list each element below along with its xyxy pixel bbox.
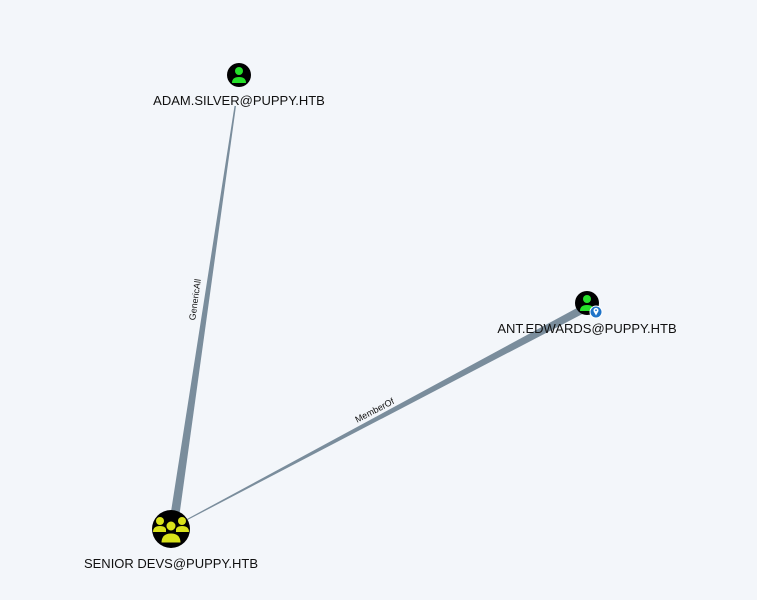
edge-memberof-line[interactable]	[187, 302, 592, 520]
group-icon	[152, 510, 190, 548]
edge-genericall-line[interactable]	[170, 106, 236, 518]
edge-genericall-label: GenericAll	[187, 278, 203, 321]
user-icon	[227, 63, 251, 87]
node-adam-silver[interactable]: ADAM.SILVER@PUPPY.HTB	[153, 63, 325, 108]
node-label: SENIOR DEVS@PUPPY.HTB	[84, 556, 258, 571]
node-ant-edwards[interactable]: ANT.EDWARDS@PUPPY.HTB	[497, 291, 677, 336]
node-label: ADAM.SILVER@PUPPY.HTB	[153, 93, 325, 108]
edge-genericall[interactable]: GenericAll	[170, 106, 236, 518]
node-label: ANT.EDWARDS@PUPPY.HTB	[497, 321, 676, 336]
node-senior-devs[interactable]: SENIOR DEVS@PUPPY.HTB	[84, 510, 258, 571]
owned-marker-icon	[589, 305, 603, 319]
